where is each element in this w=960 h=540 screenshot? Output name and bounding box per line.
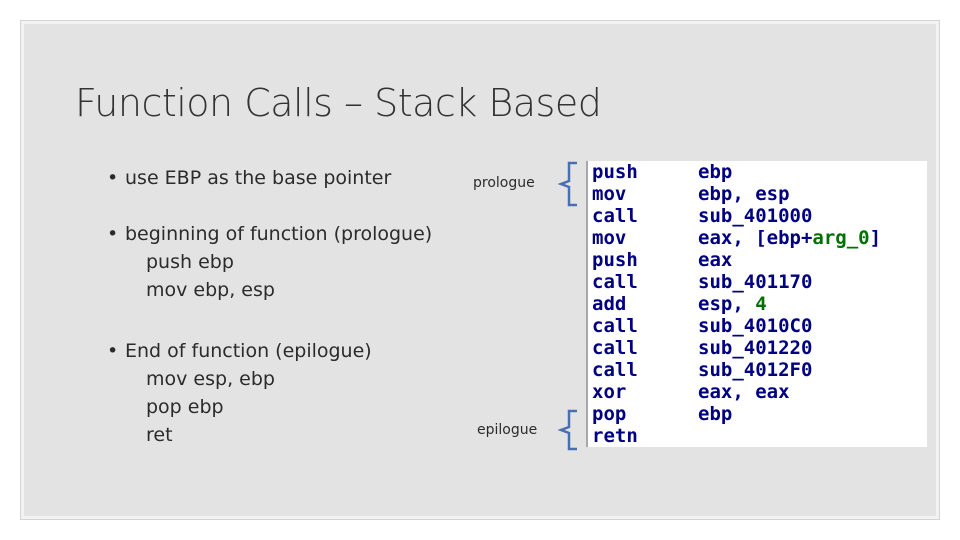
epilogue-label: epilogue [477,422,538,438]
slide-title: Function Calls – Stack Based [75,81,602,125]
slide: Function Calls – Stack Based • use EBP as… [20,20,940,520]
bullet-text: End of function (epilogue) [125,340,372,362]
epilogue-line: pop ebp [146,396,224,418]
prologue-line: push ebp [146,251,234,273]
bullet-base-pointer: • use EBP as the base pointer [107,167,391,189]
bullet-dot: • [107,167,119,189]
bullet-dot: • [107,223,119,245]
prologue-line: mov ebp, esp [146,279,275,301]
epilogue-line: ret [146,424,173,446]
bullet-dot: • [107,340,119,362]
epilogue-line: mov esp, ebp [146,368,275,390]
bullet-epilogue: • End of function (epilogue) [107,340,372,362]
bullet-text: beginning of function (prologue) [125,223,433,245]
epilogue-brace [557,409,577,451]
bullet-text: use EBP as the base pointer [125,167,392,189]
prologue-brace [557,161,577,207]
prologue-label: prologue [473,175,535,191]
bullet-prologue: • beginning of function (prologue) [107,223,432,245]
